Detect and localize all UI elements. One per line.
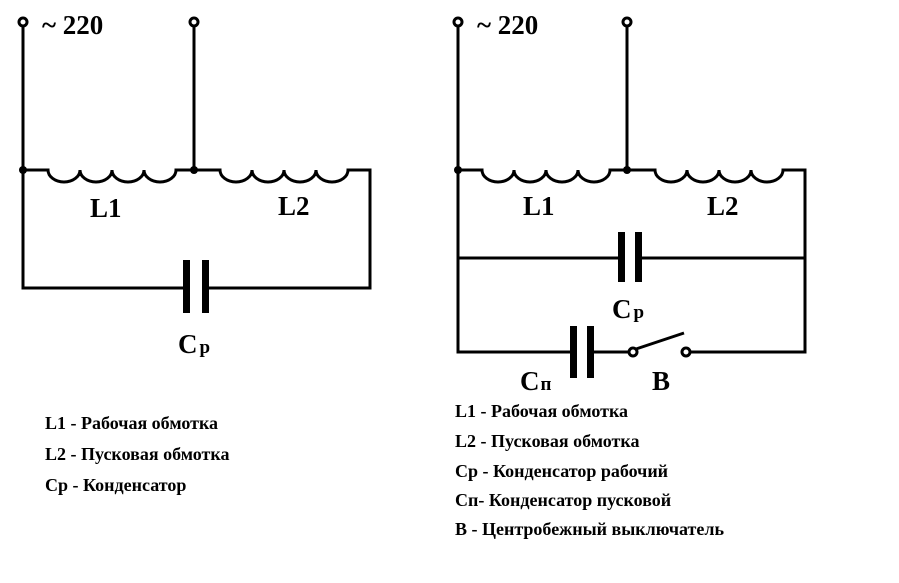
start-capacitor-plate <box>587 326 594 378</box>
voltage-label: ~ 220 <box>42 10 103 40</box>
terminal-left <box>452 16 464 28</box>
run-capacitor-plate <box>635 232 642 282</box>
left-legend-item: L1 - Рабочая обмотка <box>45 413 219 433</box>
right-legend-item: Cр - Конденсатор рабочий <box>455 461 669 481</box>
right-legend-item: В - Центробежный выключатель <box>455 519 724 539</box>
junction-dot <box>190 166 198 174</box>
start-capacitor-plate <box>570 326 577 378</box>
switch-contact <box>680 346 692 358</box>
right-legend-item: Cп- Конденсатор пусковой <box>455 490 672 510</box>
right-legend-item: L1 - Рабочая обмотка <box>455 401 629 421</box>
start-capacitor-label: Cп <box>520 366 552 396</box>
left-legend-item: Cр - Конденсатор <box>45 475 187 495</box>
terminal-right <box>621 16 633 28</box>
voltage-label: ~ 220 <box>477 10 538 40</box>
terminal-left <box>17 16 29 28</box>
capacitor-plate <box>202 260 209 313</box>
right-legend-item: L2 - Пусковая обмотка <box>455 431 640 451</box>
left-legend-item: L2 - Пусковая обмотка <box>45 444 230 464</box>
junction-dot <box>454 166 462 174</box>
switch-lever <box>635 331 685 351</box>
switch-label: B <box>652 366 670 396</box>
coil-label-l2: L2 <box>278 191 310 221</box>
coils-l1-l2 <box>458 168 785 184</box>
coil-label-l1: L1 <box>90 193 122 223</box>
capacitor-plate <box>183 260 190 313</box>
coils-l1-l2 <box>23 168 350 184</box>
coil-label-l1: L1 <box>523 191 555 221</box>
junction-dot <box>19 166 27 174</box>
coil-label-l2: L2 <box>707 191 739 221</box>
switch-contact <box>627 346 639 358</box>
junction-dot <box>623 166 631 174</box>
wire-loop <box>21 26 372 290</box>
wire-loop <box>456 26 807 354</box>
run-capacitor-plate <box>618 232 625 282</box>
terminal-right <box>188 16 200 28</box>
